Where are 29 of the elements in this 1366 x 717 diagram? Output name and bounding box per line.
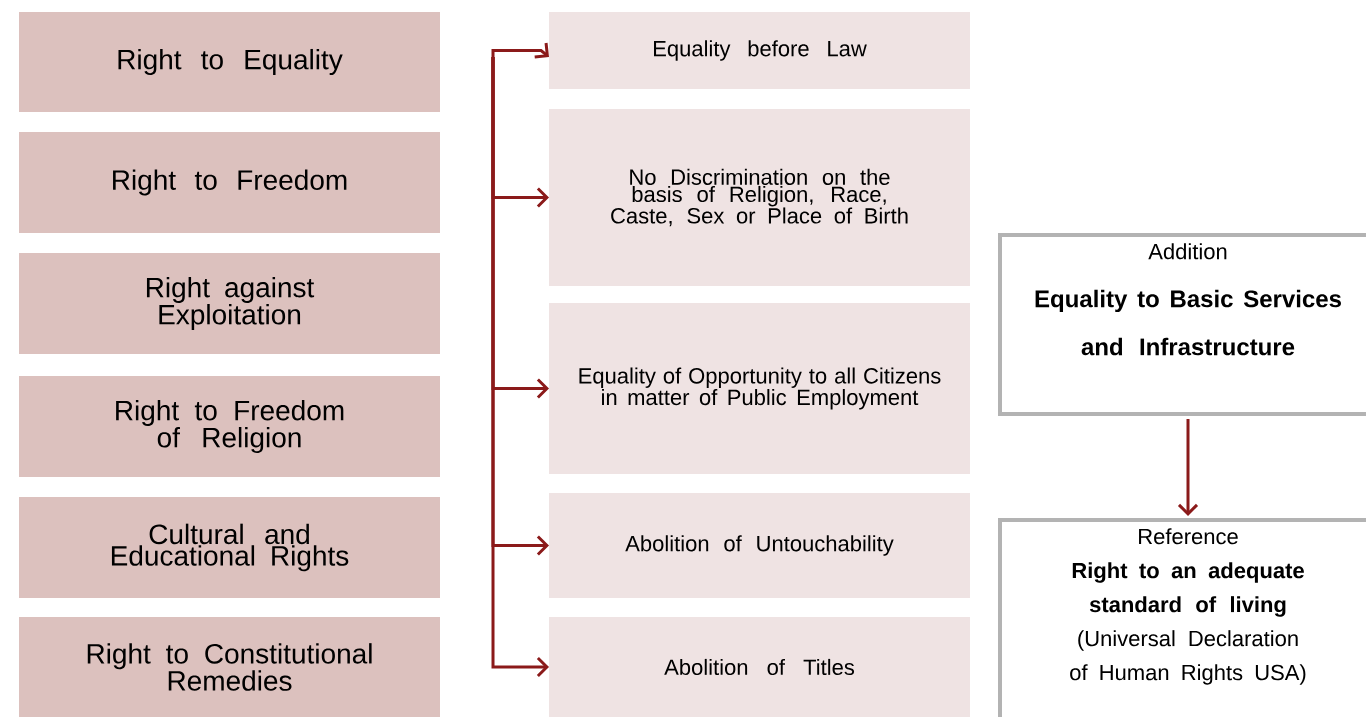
right-box <box>19 132 440 233</box>
right-box <box>19 12 440 112</box>
right-item-box <box>549 493 970 598</box>
box-text: No Discrimination on the basis of Religion, Race, Caste, Sex or Place of Birth <box>611 168 908 227</box>
note-box <box>998 233 1366 416</box>
box-text: Right to Equality <box>118 48 343 76</box>
right-item-box <box>549 303 970 474</box>
arrow <box>1177 419 1199 516</box>
bracket-arrow <box>491 42 549 59</box>
right-item-box <box>549 109 970 286</box>
box-text: Abolition of Untouchability <box>625 535 894 556</box>
box-text: Right against Exploitation <box>146 276 315 331</box>
box-text: Equality before Law <box>654 40 867 61</box>
box-text: Equality of Opportunity to all Citizens in matter of Public Employment <box>579 367 941 410</box>
box-text: Right to Constitutional Remedies <box>87 643 372 691</box>
right-box <box>19 253 440 354</box>
box-text: Right to Freedom of Religion <box>116 399 344 454</box>
note-box <box>998 518 1366 717</box>
box-text: Abolition of Titles <box>664 658 855 676</box>
bracket-arrow <box>491 57 549 678</box>
box-text: Right to Freedom <box>113 169 347 196</box>
note-text: Addition Equality to Basic Services and Infrastructure <box>1035 243 1341 356</box>
box-text: Cultural and Educational Rights <box>111 523 349 572</box>
right-box <box>19 617 440 717</box>
right-item-box <box>549 12 970 89</box>
right-item-box <box>549 617 970 717</box>
note-text: Reference Right to an adequate standard of living (Universal Declaration of Human Rights USA) <box>1070 528 1306 685</box>
right-box <box>19 376 440 477</box>
right-box <box>19 497 440 598</box>
